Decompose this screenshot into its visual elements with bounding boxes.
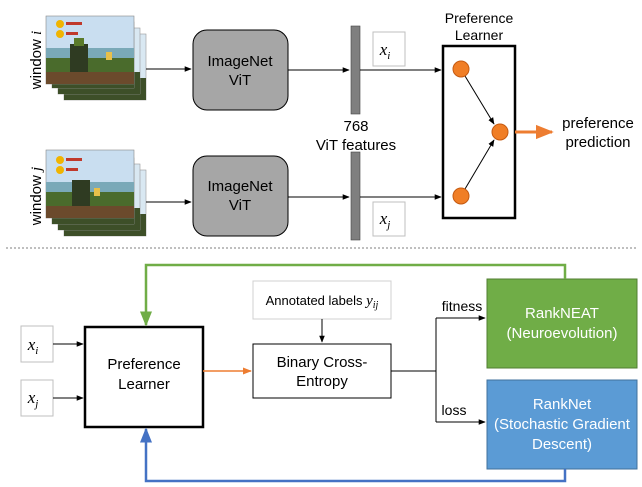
- preference-learner-title-1: Preference: [445, 10, 514, 26]
- window-i-label: window i: [28, 31, 45, 90]
- features-label: ViT features: [316, 137, 396, 154]
- input-x-i-label: xi: [27, 335, 39, 357]
- rankneat-line2: (Neuroevolution): [507, 325, 618, 342]
- vit-j-line1: ImageNet: [207, 178, 273, 195]
- prediction-label-1: preference: [562, 115, 634, 132]
- prediction-label-2: prediction: [565, 134, 630, 151]
- feedback-green: [140, 263, 567, 327]
- window-j-screenshots: [45, 149, 147, 237]
- input-x-j-label: xj: [27, 388, 39, 410]
- feature-bar-j: [350, 151, 361, 241]
- bottom-learner-line1: Preference: [107, 356, 180, 373]
- loss-label: loss: [442, 402, 467, 418]
- vit-j-line2: ViT: [229, 197, 251, 214]
- ranknet-box: [486, 379, 638, 470]
- bce-box: [252, 343, 392, 399]
- feedback-blue: [140, 427, 567, 483]
- vit-i-line2: ViT: [229, 72, 251, 89]
- window-j-label: window j: [28, 167, 45, 226]
- ranknet-line2: (Stochastic Gradient: [494, 416, 631, 433]
- x-i-box: [372, 31, 406, 67]
- rankneat-box: [486, 278, 638, 369]
- rankneat-line1: RankNEAT: [525, 305, 599, 322]
- ranknet-line1: RankNet: [533, 396, 592, 413]
- feature-bar-i: [350, 25, 361, 115]
- input-node-top: [452, 60, 470, 78]
- output-node: [491, 123, 509, 141]
- annotated-labels-box: [252, 280, 392, 320]
- annotated-labels-text: Annotated labels yij: [266, 293, 379, 311]
- x-j-box: [372, 201, 406, 237]
- ranknet-line3: Descent): [532, 436, 592, 453]
- edge-top-to-output: [464, 75, 495, 125]
- vit-box-i: [192, 29, 289, 111]
- preference-learner-title-2: Learner: [455, 27, 504, 43]
- x-j-label: xj: [379, 209, 391, 231]
- bottom-learner-line2: Learner: [118, 376, 170, 393]
- window-i-screenshots: [45, 15, 147, 101]
- fitness-label: fitness: [442, 298, 482, 314]
- vit-box-j: [192, 155, 289, 237]
- x-i-label: xi: [379, 40, 391, 62]
- bce-line1: Binary Cross-: [277, 354, 368, 371]
- bottom-learner-box: [83, 325, 205, 429]
- bce-line2: Entropy: [296, 373, 348, 390]
- input-x-i-box: [20, 325, 54, 363]
- edge-bottom-to-output: [464, 139, 495, 190]
- input-node-bottom: [452, 187, 470, 205]
- vit-i-line1: ImageNet: [207, 53, 273, 70]
- features-count: 768: [343, 118, 368, 135]
